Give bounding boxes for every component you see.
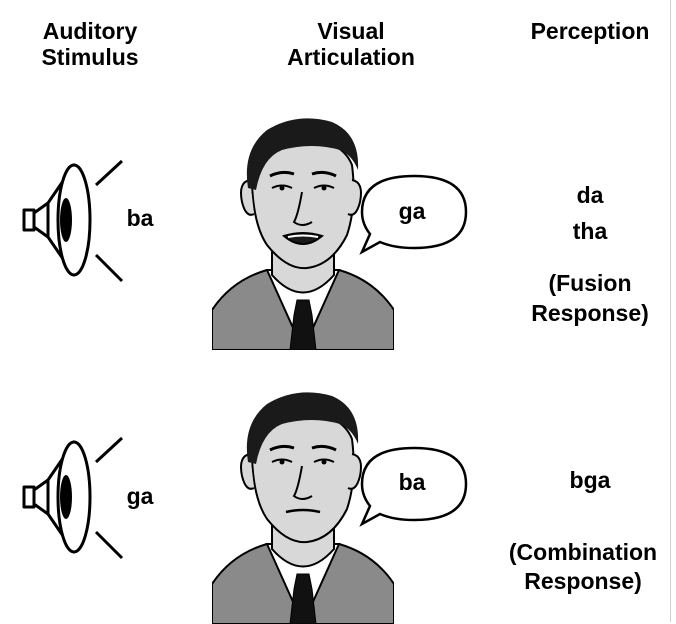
response-type-label: Response): [524, 568, 642, 594]
header-perception: Perception: [505, 18, 675, 44]
perception-label: bga: [569, 467, 611, 493]
perception-label: da: [576, 182, 604, 208]
response-type-label: Response): [531, 300, 649, 326]
header-perception-line-1: Perception: [530, 18, 650, 44]
perception-label: tha: [572, 218, 608, 244]
header-visual-articulation: Visual Articulation: [262, 18, 440, 70]
auditory-stimulus-label: ga: [126, 483, 154, 509]
frame-edge: [670, 0, 671, 622]
header-auditory-line-2: Stimulus: [41, 44, 139, 70]
speech-bubble-icon: [359, 174, 468, 255]
visual-articulation-label: ga: [398, 198, 426, 224]
header-auditory-stimulus: Auditory Stimulus: [10, 18, 170, 70]
header-visual-line-1: Visual: [317, 18, 385, 44]
speaker-icon: [22, 436, 124, 560]
visual-articulation-label: ba: [398, 469, 426, 495]
speaker-icon: [22, 159, 124, 283]
header-auditory-line-1: Auditory: [42, 18, 138, 44]
response-type-label: (Fusion: [548, 270, 632, 296]
auditory-stimulus-label: ba: [126, 205, 154, 231]
man-face-icon: [212, 392, 394, 624]
header-visual-line-2: Articulation: [287, 44, 415, 70]
man-face-icon: [212, 118, 394, 350]
speech-bubble-icon: [359, 446, 468, 527]
response-type-label: (Combination: [508, 539, 658, 565]
